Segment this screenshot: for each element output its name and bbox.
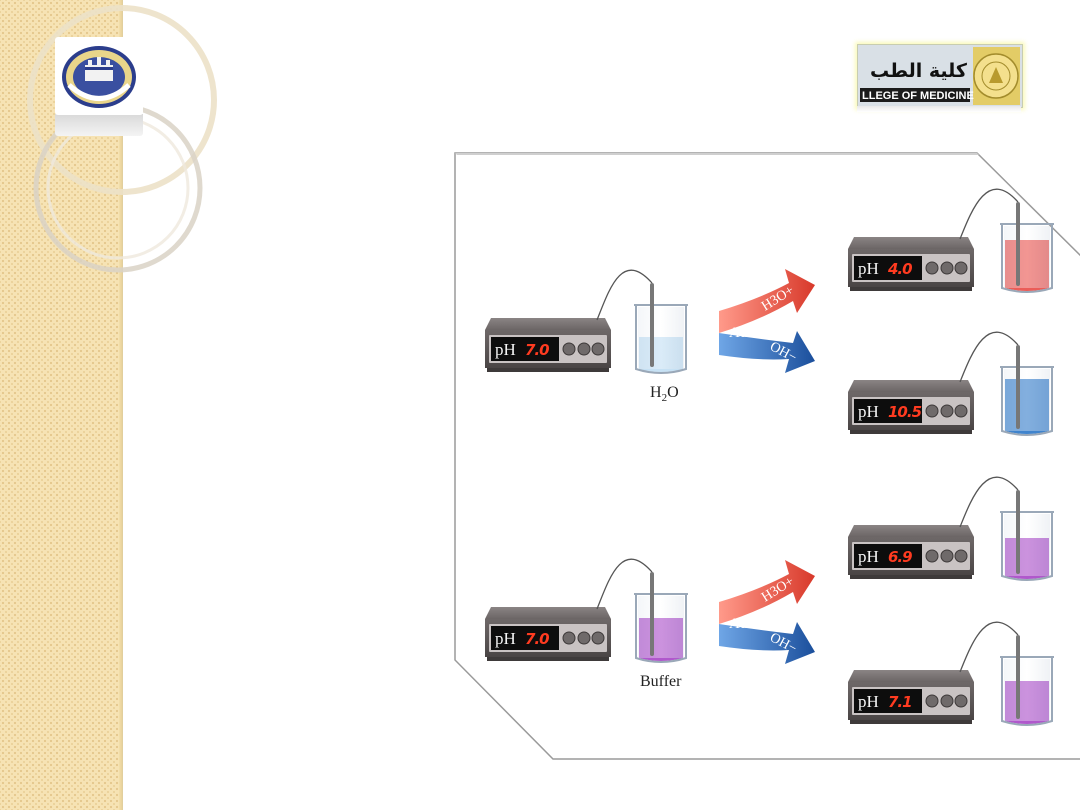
meter-knob: [925, 549, 939, 563]
meter-knob: [925, 694, 939, 708]
meter-knob: [940, 261, 954, 275]
meter-knob: [591, 631, 605, 645]
ph-display: [854, 689, 922, 713]
ph-meter-body: [848, 670, 974, 724]
meter-knob: [577, 342, 591, 356]
logo-shadow: [857, 106, 1021, 112]
meter-knob: [940, 549, 954, 563]
beaker-glass: [1000, 223, 1054, 293]
ph-display: [854, 544, 922, 568]
college-logo-arabic-text: كلية الطب: [870, 60, 968, 82]
meter-knob: [562, 342, 576, 356]
ph-reading: 6.9: [888, 548, 913, 566]
electrode-cable: [596, 269, 653, 321]
ph-reading: 7.0: [525, 341, 550, 359]
ph-display: [854, 256, 922, 280]
meter-knob: [954, 549, 968, 563]
ph-electrode: [650, 283, 654, 367]
water-sample-label: H2O: [650, 384, 679, 405]
ph-electrode: [1016, 202, 1020, 286]
buffer-sample-label: Buffer: [640, 673, 682, 690]
meter-knob: [940, 404, 954, 418]
result-beaker: [1000, 635, 1054, 726]
sample-beaker: [634, 283, 688, 374]
electrode-cable: [959, 331, 1019, 383]
electrode-cable: [596, 558, 653, 610]
figure-panel: [454, 152, 1080, 760]
ph-unit-label: pH: [858, 259, 879, 278]
base-arrow: [719, 622, 815, 664]
acid-arrow: [719, 269, 815, 333]
beaker-glass: [1000, 366, 1054, 436]
result-beaker: [1000, 490, 1054, 581]
meter-knob: [591, 342, 605, 356]
beaker-glass: [634, 304, 688, 374]
ph-unit-label: pH: [858, 547, 879, 566]
sample-beaker: [634, 572, 688, 663]
meter-knob: [954, 261, 968, 275]
ph-meter-body: [485, 318, 611, 372]
ph-reading: 7.1: [888, 693, 913, 711]
meter-knob: [925, 261, 939, 275]
ph-reading: 10.5: [888, 403, 922, 421]
ph-reading: 4.0: [888, 260, 913, 278]
meter-knob: [940, 694, 954, 708]
ph-meter-body: [848, 525, 974, 579]
electrode-cable: [959, 621, 1019, 673]
ph-display: [491, 626, 559, 650]
college-of-medicine-logo: LLEGE OF MEDICINE كلية الطب: [857, 44, 1023, 108]
ph-unit-label: pH: [858, 402, 879, 421]
acid-arrow: [719, 560, 815, 624]
logo-shadow: [55, 114, 143, 136]
meter-knob: [954, 404, 968, 418]
meter-knob: [562, 631, 576, 645]
result-beaker: [1000, 202, 1054, 293]
result-beaker: [1000, 345, 1054, 436]
college-logo-icon: LLEGE OF MEDICINE كلية الطب: [858, 45, 1022, 107]
ph-electrode: [1016, 635, 1020, 719]
add-label: Add: [729, 616, 755, 632]
base-arrow: [719, 331, 815, 373]
ph-electrode: [650, 572, 654, 656]
beaker-glass: [1000, 511, 1054, 581]
meter-knob: [954, 694, 968, 708]
beaker-glass: [634, 593, 688, 663]
beaker-glass: [1000, 656, 1054, 726]
ph-display: [491, 337, 559, 361]
ph-unit-label: pH: [495, 340, 516, 359]
ph-unit-label: pH: [495, 629, 516, 648]
ph-display: [854, 399, 922, 423]
electrode-cable: [959, 476, 1019, 528]
electrode-cable: [959, 188, 1019, 240]
ph-meter-body: [848, 380, 974, 434]
meter-knob: [577, 631, 591, 645]
add-label: Add: [729, 325, 755, 341]
ph-electrode: [1016, 345, 1020, 429]
ph-unit-label: pH: [858, 692, 879, 711]
ph-electrode: [1016, 490, 1020, 574]
ph-meter-body: [485, 607, 611, 661]
university-seal-icon: [62, 46, 136, 108]
university-seal-logo: [55, 37, 143, 115]
meter-knob: [925, 404, 939, 418]
ph-meter-body: [848, 237, 974, 291]
college-logo-latin-text: LLEGE OF MEDICINE: [862, 90, 974, 102]
ph-reading: 7.0: [525, 630, 550, 648]
